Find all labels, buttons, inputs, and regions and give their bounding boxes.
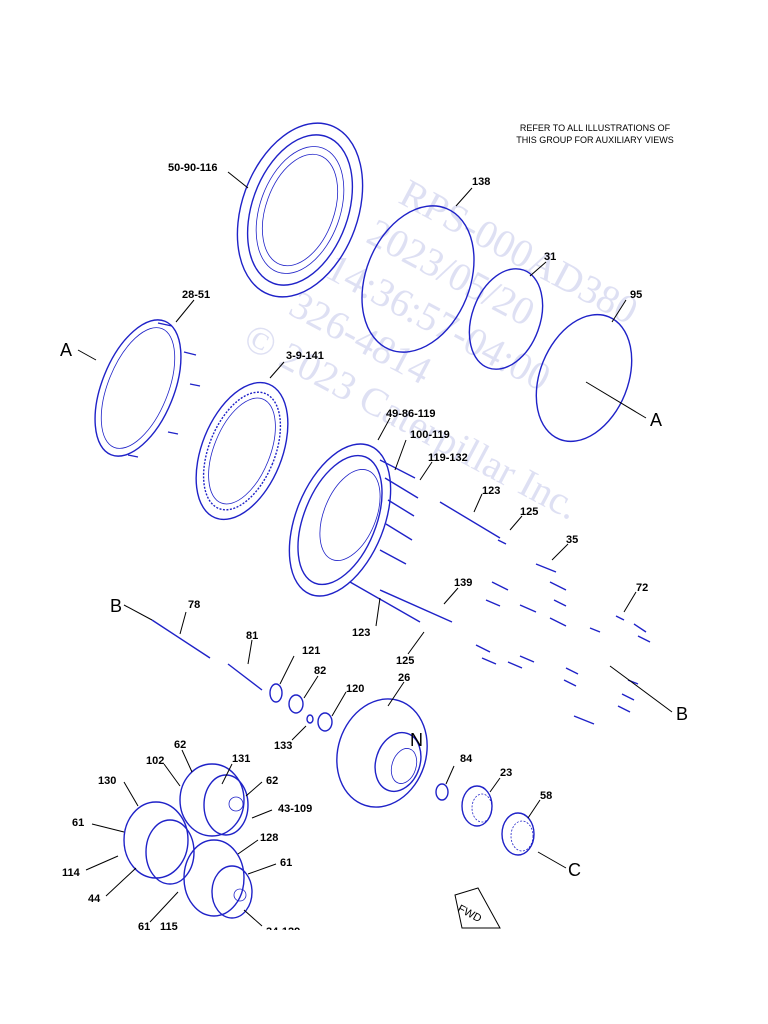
housing-ring-part — [236, 122, 364, 298]
callout-49-86-119: 49-86-119 — [386, 408, 436, 420]
watermark: RPS-000AD380 2023/05/20 14:36:57-04:00 3… — [237, 170, 645, 528]
friction-disc-3-9-141 — [195, 381, 289, 521]
callout-43-109: 43-109 — [278, 803, 312, 815]
callout-31: 31 — [544, 251, 556, 263]
ref-a-right: A — [650, 410, 662, 430]
planet-gear-cluster — [123, 763, 253, 919]
callout-123-lower: 123 — [352, 627, 370, 639]
snap-ring-84 — [435, 783, 449, 801]
callout-35: 35 — [566, 534, 578, 546]
auxiliary-views-note-line-2: THIS GROUP FOR AUXILIARY VIEWS — [516, 135, 674, 145]
bearing-120 — [317, 712, 333, 732]
callout-44: 44 — [88, 893, 101, 905]
callout-128: 128 — [260, 832, 278, 844]
callout-138: 138 — [472, 176, 490, 188]
callout-120: 120 — [346, 683, 364, 695]
callout-61-left: 61 — [72, 817, 84, 829]
ref-n: N — [410, 730, 423, 750]
callout-131: 131 — [232, 753, 250, 765]
shaft-81 — [227, 663, 263, 691]
callout-81: 81 — [246, 630, 258, 642]
callout-23: 23 — [500, 767, 512, 779]
callout-50-90-116: 50-90-116 — [168, 162, 218, 174]
callout-26: 26 — [398, 672, 410, 684]
forward-label: FWD — [456, 903, 484, 925]
callout-62-upper: 62 — [174, 739, 186, 751]
auxiliary-views-note-line-1: REFER TO ALL ILLUSTRATIONS OF — [520, 123, 671, 133]
callout-125-upper: 125 — [520, 506, 538, 518]
callout-139: 139 — [454, 577, 472, 589]
seal-95 — [535, 313, 633, 443]
callout-125-lower: 125 — [396, 655, 414, 667]
leader-lines — [77, 171, 673, 927]
ref-b-right: B — [676, 704, 688, 724]
bearing-82 — [288, 694, 304, 714]
ref-b-left: B — [110, 596, 122, 616]
callout-119-132: 119-132 — [428, 452, 468, 464]
ref-a-left: A — [60, 340, 72, 360]
bottom-margin — [0, 930, 768, 1024]
callout-133: 133 — [274, 740, 292, 752]
pin-cluster — [475, 539, 651, 725]
gear-58 — [501, 812, 535, 856]
callout-102: 102 — [146, 755, 164, 767]
callout-72: 72 — [636, 582, 648, 594]
callout-62-right: 62 — [266, 775, 278, 787]
callout-95: 95 — [630, 289, 642, 301]
shaft-78 — [151, 619, 211, 659]
seal-31 — [468, 268, 544, 370]
callout-28-51: 28-51 — [182, 289, 210, 301]
callout-114: 114 — [62, 867, 81, 879]
callout-84: 84 — [460, 753, 473, 765]
callout-82: 82 — [314, 665, 326, 677]
forward-direction-arrow: FWD — [454, 887, 501, 929]
washer-133 — [306, 714, 314, 724]
callout-130: 130 — [98, 775, 116, 787]
callout-121: 121 — [302, 645, 320, 657]
callout-58: 58 — [540, 790, 552, 802]
ref-c: C — [568, 860, 581, 880]
plate-28-51 — [94, 319, 201, 458]
callout-78: 78 — [188, 599, 200, 611]
callout-100-119: 100-119 — [410, 429, 450, 441]
callout-123-upper: 123 — [482, 485, 500, 497]
carrier-housing-49-86-119 — [288, 443, 501, 623]
seal-138 — [361, 205, 475, 353]
planet-carrier-26 — [336, 698, 428, 808]
callout-3-9-141: 3-9-141 — [286, 350, 324, 362]
callout-61-right: 61 — [280, 857, 292, 869]
ring-121 — [269, 683, 283, 703]
sun-gear-23 — [461, 785, 493, 827]
